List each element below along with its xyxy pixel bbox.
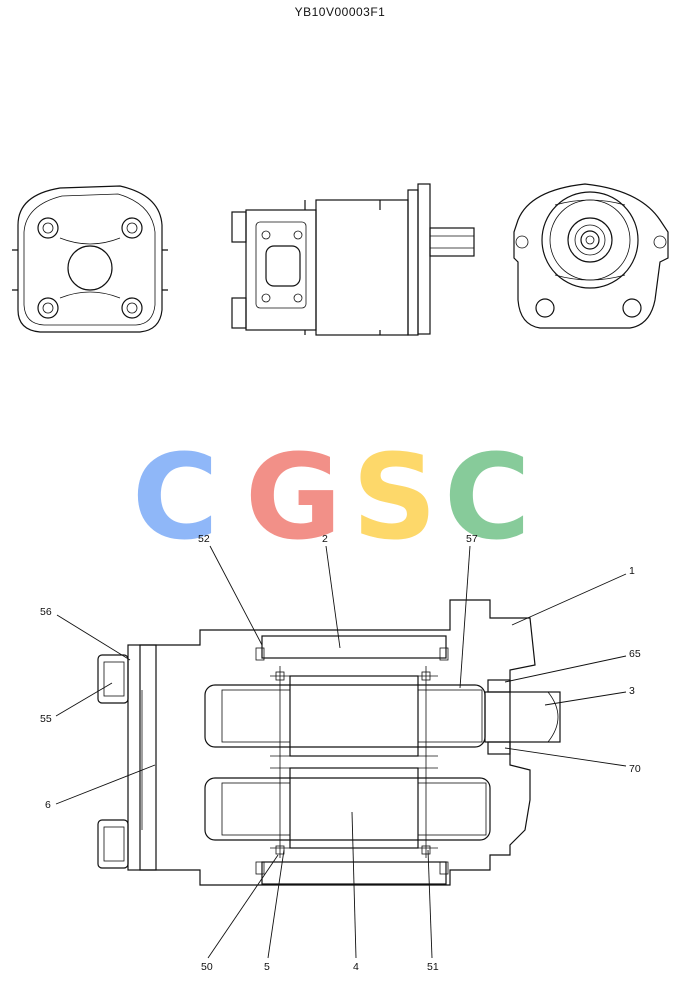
callout-52: 52	[198, 533, 210, 545]
watermark-letter-g: G	[245, 428, 342, 566]
section-view	[97, 599, 561, 886]
watermark-letter-c2: C	[444, 428, 531, 566]
callout-56: 56	[40, 606, 52, 618]
right-end-view	[513, 183, 669, 329]
callout-65: 65	[629, 648, 641, 660]
center-side-view	[231, 183, 475, 336]
callout-3: 3	[629, 685, 635, 697]
callout-4: 4	[353, 961, 359, 973]
callout-55: 55	[40, 713, 52, 725]
watermark-letter-s: S	[352, 428, 437, 566]
callout-6: 6	[45, 799, 51, 811]
drawing-id: YB10V00003F1	[294, 5, 386, 19]
watermark: C G S C	[132, 428, 531, 566]
callout-50: 50	[201, 961, 213, 973]
left-end-view	[12, 185, 168, 333]
watermark-letter-c1: C	[132, 428, 219, 566]
callout-70: 70	[629, 763, 641, 775]
callout-57: 57	[466, 533, 478, 545]
callout-5: 5	[264, 961, 270, 973]
callout-2: 2	[322, 533, 328, 545]
callouts: 52 2 57 1 56 65 3 55 70 6 50 5 4 51	[40, 533, 641, 973]
leader-lines	[55, 545, 627, 959]
callout-51: 51	[427, 961, 439, 973]
callout-1: 1	[629, 565, 635, 577]
